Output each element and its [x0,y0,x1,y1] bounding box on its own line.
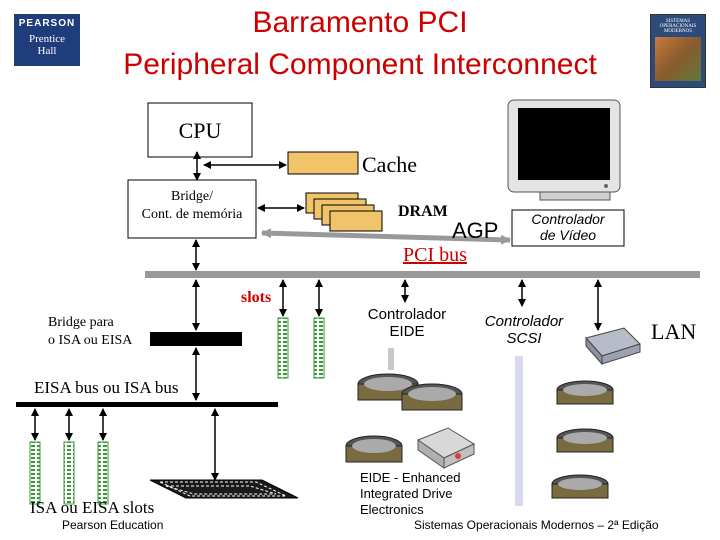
isa-slots [29,441,109,505]
eisa-isa-bus-line [16,402,278,407]
video-controller-line2: de Vídeo [539,227,597,243]
eide-note-line2: Integrated Drive [360,486,453,501]
scsi-disk-3 [551,474,609,499]
footer-left: Pearson Education [62,518,164,532]
eide-disk-1 [357,373,419,401]
eide-disk-3 [345,435,403,463]
monitor-image [507,99,621,201]
pci-bus-label: PCI bus [403,244,467,266]
pci-bus-line [145,271,700,278]
scsi-controller-line2: SCSI [506,330,542,347]
bridge-label-line2: Cont. de memória [141,207,243,222]
slide-title-line1: Barramento PCI [252,6,468,39]
bridge-memory-controller-box [127,179,257,239]
eisa-isa-bus-label: EISA bus ou ISA bus [34,378,179,397]
isa-bridge-label: Bridge para o ISA ou EISA [48,314,132,350]
eide-note: EIDE - Enhanced Integrated Drive Electro… [360,470,460,518]
agp-label: AGP [452,218,499,243]
bridge-label-line1: Bridge/ [171,189,213,204]
book-cover-title: SISTEMAS OPERACIONAIS MODERNOS [659,19,697,34]
video-controller-line1: Controlador [531,211,605,227]
lan-device-image [585,327,641,366]
eide-controller-label: Controlador EIDE [355,306,459,340]
scsi-controller-line1: Controlador [484,313,564,330]
pearson-brand-text: PEARSON [18,18,76,29]
isa-eisa-slots-label: ISA ou EISA slots [30,498,155,517]
scsi-disk-2 [556,428,614,453]
dram-modules [305,192,383,232]
eide-note-line3: Electronics [360,502,424,517]
lan-label: LAN [651,319,697,344]
prentice-hall-text: Prentice Hall [28,33,66,57]
book-cover-image: SISTEMAS OPERACIONAIS MODERNOS [650,14,706,88]
eide-controller-line2: EIDE [389,323,425,340]
cpu-label: CPU [178,118,222,143]
video-controller-box [511,209,625,247]
pci-slots-label: slots [241,289,272,306]
pearson-logo: PEARSON Prentice Hall [14,14,80,66]
scsi-disk-1 [556,380,614,405]
footer-right: Sistemas Operacionais Modernos – 2ª Ediç… [414,518,659,532]
eide-controller-line1: Controlador [367,306,447,323]
bridge-memory-controller-label: Bridge/ Cont. de memória [128,188,256,224]
keyboard-image [149,479,299,499]
isa-bridge-chip [150,332,242,346]
eide-cable [388,348,394,370]
scsi-controller-label: Controlador SCSI [474,313,574,347]
agp-arrow [261,228,511,245]
scsi-cable [515,356,523,506]
dram-label: DRAM [398,203,448,220]
isa-bridge-line2: o ISA ou EISA [48,333,133,348]
eide-disk-2 [401,383,463,411]
eide-note-line1: EIDE - Enhanced [360,470,461,485]
pci-slots [277,317,325,379]
isa-bridge-line1: Bridge para [48,315,114,330]
cpu-box [147,102,253,158]
slide-title-line2: Peripheral Component Interconnect [123,48,597,81]
cache-chip [287,151,359,175]
cd-drive [416,427,476,469]
cache-label: Cache [362,152,417,177]
video-controller-label: Controlador de Vídeo [512,211,624,243]
